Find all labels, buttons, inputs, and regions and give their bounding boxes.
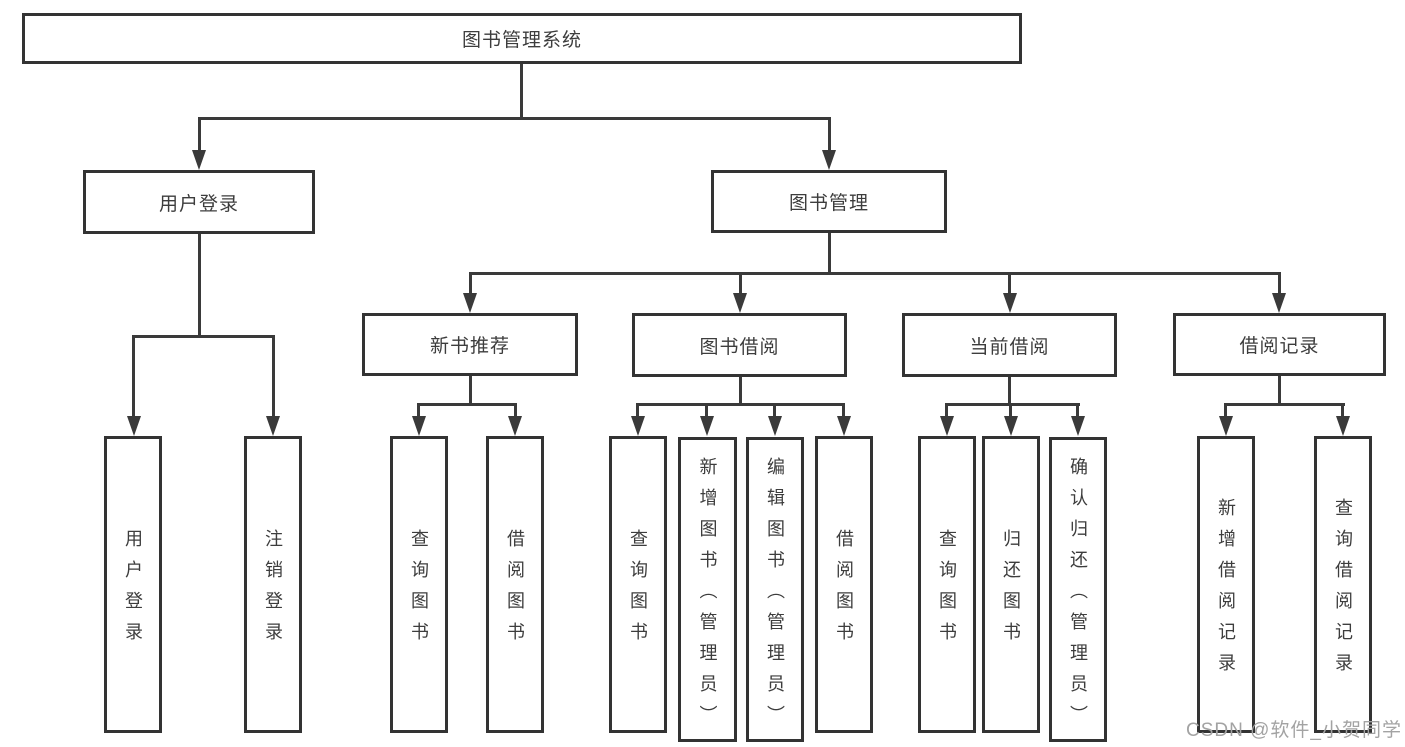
node-leaf-cb-confirm-label: 确认归还（管理员） (1068, 456, 1088, 736)
connector-to-leaf-cb-query (945, 406, 948, 416)
connector-borrow-record-trunk (1278, 376, 1281, 403)
node-book-borrow: 图书借阅 (632, 313, 847, 377)
arrowhead-leaf-user-login (127, 416, 141, 436)
connector-new-book-rec-trunk (469, 376, 472, 403)
connector-to-leaf-logout (272, 338, 275, 416)
connector-to-new-book-rec (469, 275, 472, 293)
connector-to-book-borrow (739, 275, 742, 293)
arrowhead-leaf-rec-borrow (508, 416, 522, 436)
node-current-borrow-label: 当前借阅 (969, 336, 1050, 358)
node-leaf-br-add-label: 新增借阅记录 (1216, 498, 1236, 684)
node-leaf-br-add: 新增借阅记录 (1197, 436, 1255, 733)
arrowhead-leaf-bb-add (700, 416, 714, 436)
node-leaf-bb-query: 查询图书 (609, 436, 667, 733)
node-new-book-rec-label: 新书推荐 (429, 336, 510, 357)
node-user-login-label: 用户登录 (158, 193, 239, 215)
connector-book-borrow-rail (636, 403, 845, 406)
connector-book-borrow-trunk (739, 377, 742, 403)
connector-user-login-trunk (198, 234, 201, 335)
node-leaf-cb-return: 归还图书 (982, 436, 1040, 733)
node-book-mgmt-label: 图书管理 (788, 193, 869, 214)
arrowhead-borrow-record (1272, 293, 1286, 313)
arrowhead-leaf-br-add (1219, 416, 1233, 436)
connector-to-leaf-br-add (1224, 406, 1227, 416)
arrowhead-leaf-cb-query (940, 416, 954, 436)
connector-level3-rail (469, 272, 1281, 275)
node-leaf-bb-add: 新增图书（管理员） (678, 437, 737, 742)
arrowhead-user-login (192, 150, 206, 170)
connector-to-leaf-br-query (1341, 406, 1344, 416)
node-leaf-rec-borrow-label: 借阅图书 (505, 529, 525, 653)
arrowhead-book-mgmt (822, 150, 836, 170)
node-borrow-record-label: 借阅记录 (1239, 336, 1320, 357)
node-leaf-bb-edit-label: 编辑图书（管理员） (765, 456, 785, 736)
arrowhead-leaf-bb-edit (768, 416, 782, 436)
csdn-watermark: CSDN @软件_小贺同学 (1186, 720, 1402, 741)
connector-current-borrow-rail (945, 403, 1080, 406)
connector-root-trunk (520, 64, 523, 117)
node-leaf-logout: 注销登录 (244, 436, 302, 733)
node-leaf-user-login: 用户登录 (104, 436, 162, 733)
connector-to-leaf-rec-query (417, 406, 420, 416)
node-leaf-bb-borrow: 借阅图书 (815, 436, 873, 733)
node-root: 图书管理系统 (22, 13, 1022, 64)
connector-user-login-rail (132, 335, 275, 338)
connector-to-leaf-bb-add (705, 406, 708, 416)
node-leaf-cb-query: 查询图书 (918, 436, 976, 733)
node-leaf-cb-query-label: 查询图书 (937, 529, 957, 653)
node-leaf-bb-borrow-label: 借阅图书 (834, 529, 854, 653)
node-leaf-br-query-label: 查询借阅记录 (1333, 498, 1353, 684)
node-borrow-record: 借阅记录 (1173, 313, 1386, 376)
node-root-label: 图书管理系统 (461, 30, 582, 51)
connector-to-borrow-record (1278, 275, 1281, 293)
node-book-mgmt: 图书管理 (711, 170, 947, 233)
arrowhead-book-borrow (733, 293, 747, 313)
connector-new-book-rec-rail (417, 403, 517, 406)
connector-to-leaf-bb-edit (773, 406, 776, 416)
connector-to-leaf-bb-borrow (842, 406, 845, 416)
connector-to-current-borrow (1008, 275, 1011, 293)
arrowhead-new-book-rec (463, 293, 477, 313)
node-leaf-rec-query: 查询图书 (390, 436, 448, 733)
node-leaf-rec-query-label: 查询图书 (409, 529, 429, 653)
node-leaf-logout-label: 注销登录 (263, 529, 283, 653)
connector-book-mgmt-trunk (828, 233, 831, 272)
node-user-login: 用户登录 (83, 170, 315, 234)
node-current-borrow: 当前借阅 (902, 313, 1117, 377)
connector-to-leaf-rec-borrow (514, 406, 517, 416)
connector-current-borrow-trunk (1008, 377, 1011, 403)
node-leaf-rec-borrow: 借阅图书 (486, 436, 544, 733)
connector-to-user-login (198, 120, 201, 150)
node-leaf-bb-query-label: 查询图书 (628, 529, 648, 653)
arrowhead-leaf-bb-query (631, 416, 645, 436)
node-leaf-bb-add-label: 新增图书（管理员） (697, 456, 718, 736)
connector-to-leaf-bb-query (636, 406, 639, 416)
connector-to-book-mgmt (828, 120, 831, 150)
connector-to-leaf-user-login (132, 338, 135, 416)
arrowhead-leaf-cb-confirm (1071, 416, 1085, 436)
connector-borrow-record-rail (1224, 403, 1345, 406)
arrowhead-leaf-bb-borrow (837, 416, 851, 436)
node-leaf-user-login-label: 用户登录 (123, 529, 143, 653)
node-leaf-bb-edit: 编辑图书（管理员） (746, 437, 804, 742)
connector-to-leaf-cb-return (1009, 406, 1012, 416)
arrowhead-leaf-cb-return (1004, 416, 1018, 436)
connector-level2-rail (198, 117, 831, 120)
arrowhead-leaf-logout (266, 416, 280, 436)
node-leaf-cb-confirm: 确认归还（管理员） (1049, 437, 1107, 742)
node-leaf-br-query: 查询借阅记录 (1314, 436, 1372, 733)
arrowhead-leaf-br-query (1336, 416, 1350, 436)
arrowhead-leaf-rec-query (412, 416, 426, 436)
connector-to-leaf-cb-confirm (1076, 406, 1079, 416)
arrowhead-current-borrow (1003, 293, 1017, 313)
node-new-book-rec: 新书推荐 (362, 313, 578, 376)
node-leaf-cb-return-label: 归还图书 (1001, 529, 1021, 653)
node-book-borrow-label: 图书借阅 (699, 336, 780, 358)
